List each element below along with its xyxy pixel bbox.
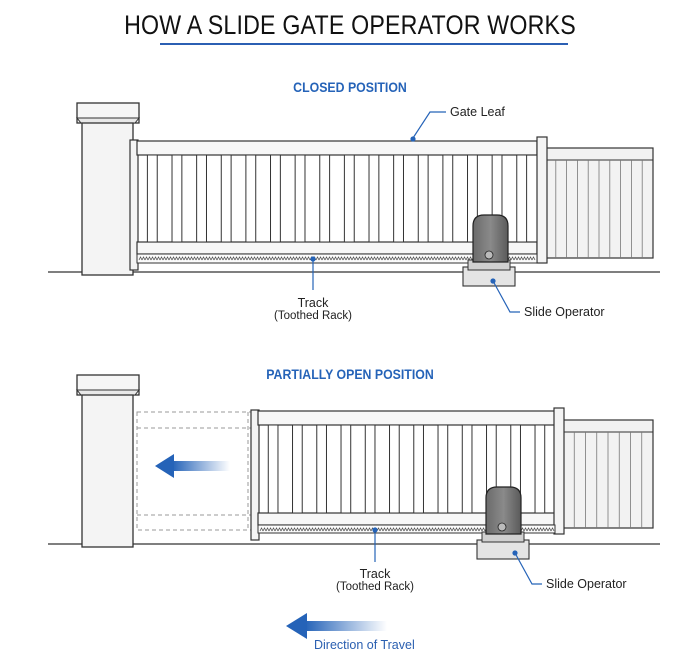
gate-picket	[534, 424, 546, 514]
open-back-fence	[562, 419, 654, 529]
open-track-label: Track	[359, 567, 391, 581]
gate-picket	[413, 424, 424, 514]
motion-arrow	[155, 454, 230, 478]
gate-picket	[442, 154, 454, 243]
open-gate-scene	[48, 374, 660, 585]
closed-track-sublabel: (Toothed Rack)	[274, 310, 352, 322]
closed-track-label: Track	[297, 296, 329, 310]
gate-ghost-outline	[136, 411, 253, 531]
open-operator-leader	[514, 552, 542, 585]
gate-picket	[245, 154, 257, 243]
gate-picket	[364, 424, 376, 514]
diagram-title: HOW A SLIDE GATE OPERATOR WORKS	[124, 10, 576, 40]
open-pillar	[75, 374, 141, 548]
closed-slide-operator	[462, 214, 516, 287]
gate-picket	[319, 154, 331, 243]
direction-of-travel-label: Direction of Travel	[314, 638, 415, 652]
gate-picket	[417, 154, 429, 243]
gate-picket	[196, 154, 207, 243]
closed-gate-leaf	[129, 136, 548, 271]
open-gate-leaf	[250, 407, 565, 541]
direction-arrow	[286, 613, 387, 639]
gate-picket	[393, 154, 404, 243]
closed-position-heading: CLOSED POSITION	[293, 79, 407, 95]
open-track-sublabel: (Toothed Rack)	[336, 581, 414, 593]
closed-gate-scene	[48, 102, 660, 313]
gate-picket	[146, 154, 158, 243]
gate-picket	[343, 154, 355, 243]
gate-picket	[461, 424, 473, 514]
gate-picket	[516, 154, 528, 243]
gate-leaf-label: Gate Leaf	[450, 105, 505, 119]
gate-picket	[368, 154, 380, 243]
gate-picket	[340, 424, 352, 514]
gate-picket	[294, 154, 306, 243]
gate-picket	[270, 154, 281, 243]
gate-picket	[171, 154, 183, 243]
open-position-heading: PARTIALLY OPEN POSITION	[266, 366, 434, 382]
gate-leaf-leader	[412, 111, 446, 139]
gate-picket	[389, 424, 400, 514]
closed-operator-leader	[492, 280, 520, 313]
gate-picket	[316, 424, 327, 514]
gate-picket	[267, 424, 279, 514]
title-underline	[160, 43, 568, 45]
gate-picket	[220, 154, 232, 243]
open-track-callout: Track (Toothed Rack)	[325, 567, 425, 593]
open-operator-label: Slide Operator	[546, 577, 627, 591]
gate-picket	[292, 424, 303, 514]
closed-track-callout: Track (Toothed Rack)	[263, 296, 363, 322]
closed-back-fence	[544, 147, 654, 259]
closed-pillar	[75, 102, 141, 276]
closed-operator-label: Slide Operator	[524, 305, 605, 319]
gate-picket	[437, 424, 449, 514]
